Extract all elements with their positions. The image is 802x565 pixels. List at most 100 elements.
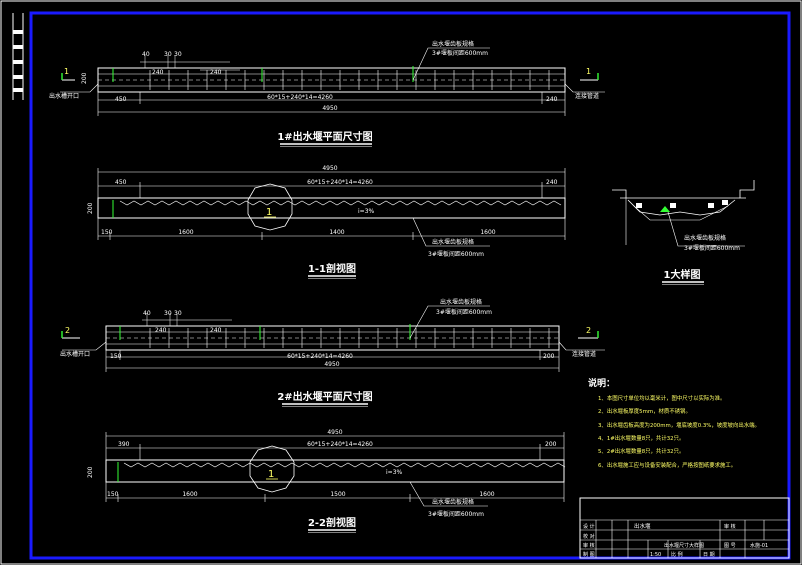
plan-1-dim-30b: 30 [174,51,182,58]
plan-2-dim-30a: 30 [164,310,172,317]
plan-2-dim-right: 200 [543,353,555,360]
section-2-2: 4950 390 60*15+240*14=4260 200 200 150 1… [87,429,566,533]
section-2-dim-overall: 4950 [327,429,342,436]
tb-design-label: 设 计 [583,523,595,530]
section-2-dim-height: 200 [87,466,94,478]
tb-check-label: 校 对 [583,533,595,540]
tb-no-label: 图 号 [724,543,736,549]
section-2-callout-2: 3#堰板间距600mm [428,510,484,518]
plan-1-dim-240b: 240 [210,69,222,76]
plan-1-dim-side: 200 [81,72,88,84]
note-5: 5、2#出水堰数量8只，共计32只。 [598,447,684,455]
section-1-1: 4950 450 60*15+240*14=4260 240 200 150 1… [87,165,566,279]
notes: 说明： 1、本图尺寸单位均以毫米计，图中尺寸以实际为准。 2、出水堰板厚度5mm… [588,377,760,469]
plan-2-dim-30b: 30 [174,310,182,317]
tb-draw-label: 制 图 [583,551,595,558]
section-1-outline [97,197,566,219]
tb-drawing-name: 出水堰尺寸大样图 [664,542,704,549]
section-2-slope: i=3% [386,469,403,476]
section-1-bottom-dim-2: 1400 [329,229,344,236]
section-1-callout-2: 3#堰板间距600mm [428,250,484,258]
plan-1: 40 30 30 240 240 60*15+240*14=4260 4950 … [49,40,605,147]
plan-2-label-left: 出水槽开口 [60,350,90,358]
section-2-detail-mark: 1 [268,469,274,480]
plan-1-dim-240a: 240 [152,69,164,76]
section-1-title: 1-1剖视图 [308,262,356,275]
plan-1-dim-left: 450 [115,96,127,103]
detail-1-callout-1: 出水堰齿板规格 [684,234,726,242]
section-2-serrated-edge [123,462,566,468]
detail-1: 出水堰齿板规格 3#堰板间距600mm 1大样图 [612,180,755,285]
plan-2-dim-overall: 4950 [324,361,339,368]
plan-1-label-right: 连接管道 [575,92,599,100]
plan-1-weir-notches [149,70,550,90]
section-2-dim-left: 390 [118,441,130,448]
detail-1-title: 1大样图 [664,268,701,281]
section-1-bottom-dim-0: 150 [101,229,113,236]
section-1-slope: i=3% [358,208,375,215]
section-1-bottom-dim-1: 1600 [178,229,193,236]
section-2-dim-mid: 60*15+240*14=4260 [307,441,373,448]
section-2-bottom-dim-1: 1600 [182,491,197,498]
section-1-dim-right: 240 [546,179,558,186]
plan-2-dim-240a: 240 [155,327,167,334]
drawing-frame [29,11,791,560]
plan-2-section-mark-right: 2 [586,326,591,335]
tb-approve-label: 审 核 [724,523,736,530]
notes-heading: 说明： [588,377,615,389]
tb-project: 出水堰 [634,522,651,530]
plan-2-callout-1: 出水堰齿板规格 [440,298,482,306]
detail-1-callout-2: 3#堰板间距600mm [684,244,740,252]
section-1-detail-circle [247,183,293,231]
note-4: 4、1#出水堰数量8只，共计32只。 [598,434,684,442]
plan-2-section-mark-left: 2 [65,326,70,335]
plan-1-dim-30a: 30 [164,51,172,58]
section-1-bottom-dim-3: 1600 [480,229,495,236]
note-1: 1、本图尺寸单位均以毫米计，图中尺寸以实际为准。 [598,394,725,402]
section-2-bottom-dim-2: 1500 [330,491,345,498]
tb-scale-label: 比 例 [671,551,683,558]
plan-1-title: 1#出水堰平面尺寸图 [277,130,372,143]
tb-drawing-no: 水施-01 [750,542,768,549]
section-2-bottom-dim-3: 1600 [479,491,494,498]
plan-1-section-mark-right: 1 [586,67,591,76]
plan-1-section-mark-left: 1 [64,67,69,76]
plan-2-dim-formula: 60*15+240*14=4260 [287,353,353,360]
plan-2: 40 30 30 240 240 150 60*15+240*14=4260 2… [60,298,605,407]
section-2-bottom-dim-0: 150 [107,491,119,498]
plan-2-dim-left: 150 [110,353,122,360]
plan-1-callout-1: 出水堰齿板规格 [432,40,474,48]
title-block: 设 计 校 对 审 核 制 图 出水堰 出水堰尺寸大样图 审 核 图 号 水施-… [579,497,790,559]
section-1-dim-left: 450 [115,179,127,186]
plan-1-callout-2: 3#堰板间距600mm [432,49,488,57]
section-2-outline [105,459,565,483]
plan-1-label-left: 出水槽开口 [49,92,79,100]
section-2-dim-right: 200 [545,441,557,448]
plan-2-label-right: 连接管道 [572,350,596,358]
plan-2-title: 2#出水堰平面尺寸图 [277,390,372,403]
plan-1-dim-overall: 4950 [322,105,337,112]
section-1-serrated-edge [119,200,562,206]
plan-2-dim-40: 40 [143,310,151,317]
section-2-detail-circle [249,445,295,493]
tb-scale: 1:50 [650,552,661,558]
note-2: 2、出水堰板厚度5mm，材质不锈钢。 [598,407,691,415]
tb-review-label: 审 核 [583,542,595,549]
tb-date-label: 日 期 [703,552,715,558]
section-1-callout-1: 出水堰齿板规格 [432,238,474,246]
section-2-title: 2-2剖视图 [308,516,356,529]
plan-1-dim-formula: 60*15+240*14=4260 [267,94,333,101]
section-2-callout-1: 出水堰齿板规格 [432,498,474,506]
note-6: 6、出水堰施工应与设备安装配合，严格按图纸要求施工。 [598,461,736,469]
detail-1-weir-plate-icon [660,206,670,212]
section-1-detail-mark: 1 [266,207,272,218]
note-3: 3、出水堰齿板高度为200mm，堰底坡度0.3%，坡度坡向出水端。 [598,421,760,429]
plan-2-weir-notches [149,328,550,348]
plan-2-dim-240b: 240 [210,327,222,334]
section-1-dim-mid: 60*15+240*14=4260 [307,179,373,186]
section-1-dim-height: 200 [87,202,94,214]
plan-2-callout-2: 3#堰板间距600mm [436,308,492,316]
plan-1-dim-40: 40 [142,51,150,58]
